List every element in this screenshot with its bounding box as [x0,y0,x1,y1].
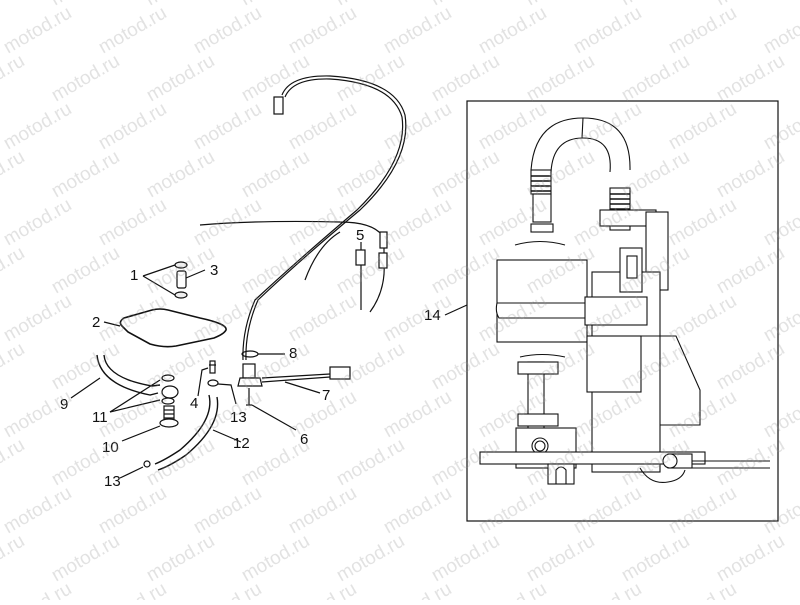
leader-6 [251,404,297,431]
callout-14: 14 [424,307,441,324]
leader-2 [103,321,121,327]
part-10-bolt [159,405,179,428]
part-13-clamp-lower [143,460,151,468]
callout-2: 2 [92,314,101,331]
part-2-gasket [119,308,227,348]
part-5-connector [355,242,366,310]
leader-4 [197,367,209,397]
callout-8: 8 [289,345,298,362]
callout-1: 1 [130,267,139,284]
part-12-hose [154,394,219,471]
part-3-spacer [176,269,206,289]
callout-13-upper: 13 [230,409,247,426]
leader-12 [212,429,242,443]
part-1-washers [174,261,188,299]
part-4-nipple [209,360,216,374]
part-13-clamp-upper [207,379,219,387]
leader-10 [121,425,161,442]
leader-7 [284,381,321,394]
part-11-banjo [161,374,179,405]
part-6-screw [246,388,252,406]
leader-1b [142,275,176,296]
callout-13-lower: 13 [104,473,121,490]
callout-11: 11 [92,409,108,426]
leader-13b [119,466,144,479]
part-8-oring [241,350,259,358]
leader-9 [70,377,101,399]
leader-11a [109,379,161,413]
callout-9: 9 [60,396,69,413]
part-9-hose [96,354,161,396]
part-14-fuel-pump [479,117,770,485]
callout-6: 6 [300,431,309,448]
callout-5: 5 [356,227,365,244]
callout-3: 3 [210,262,219,279]
leader-1a [142,264,176,277]
inset-box-part-14 [444,100,779,522]
callout-7: 7 [322,387,331,404]
leader-11b [109,399,161,413]
callout-12: 12 [233,435,250,452]
leader-13a [217,383,237,405]
callout-10: 10 [102,439,119,456]
wiring-harness [199,75,407,361]
sender-body [237,363,351,387]
callout-4: 4 [190,395,199,412]
